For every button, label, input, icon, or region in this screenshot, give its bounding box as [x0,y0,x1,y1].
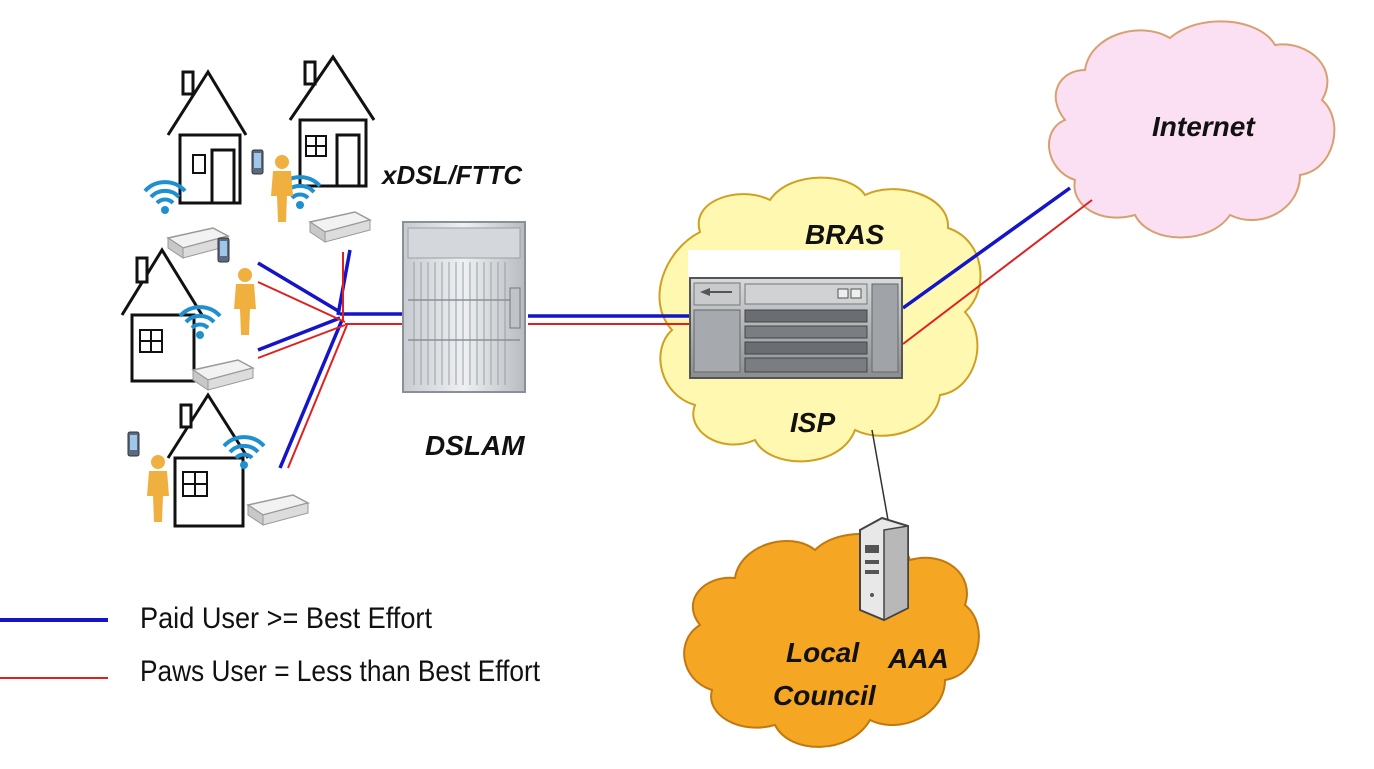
xdsl-label: xDSL/FTTC [380,160,523,190]
legend-paws-label: Paws User = Less than Best Effort [140,655,541,688]
house-icon [166,69,248,205]
person-icon [234,268,256,335]
bras-label: BRAS [805,219,885,250]
aaa-label: AAA [887,643,949,674]
router-icon [247,494,309,526]
dslam-rack-icon [402,221,526,393]
paid-user-links [257,186,1072,469]
router-icon [192,359,254,391]
internet-cloud [1048,20,1336,239]
phone-icon [127,431,140,457]
internet-label: Internet [1152,111,1256,142]
isp-label: ISP [790,407,835,438]
person-icon [147,455,169,522]
dslam-label: DSLAM [425,430,525,461]
phone-icon [251,149,264,175]
bras-router-icon [688,250,903,379]
legend-paid-label: Paid User >= Best Effort [140,602,433,635]
person-icon [271,155,293,222]
house-icon [288,54,376,188]
router-icon [309,211,371,243]
local-council-label-line1: Local [786,637,860,668]
phone-icon [217,237,230,263]
house-icon [166,392,250,528]
house-icon [120,247,204,383]
aaa-server-icon [859,516,909,622]
bras-aaa-link [871,429,889,521]
local-council-label-line2: Council [773,680,877,711]
paws-user-links [257,199,1093,469]
legend: Paid User >= Best Effort Paws User = Les… [0,602,541,688]
